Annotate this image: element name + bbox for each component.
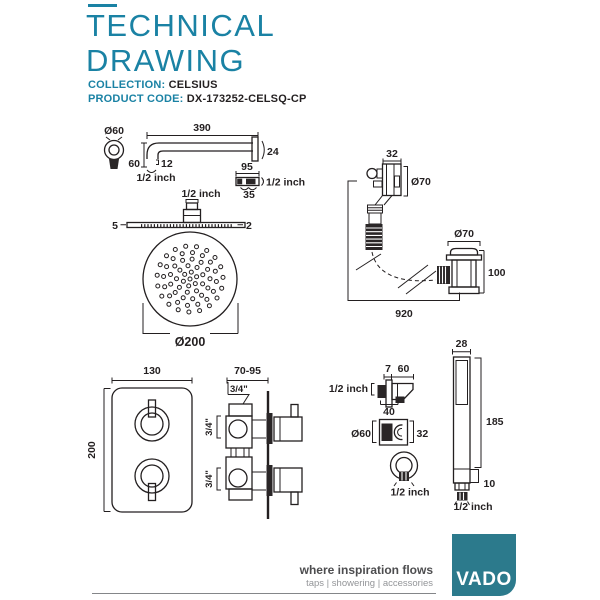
head-edge-left-label: 5 [112,220,118,232]
outlet-dim-a-label: 7 [385,363,391,375]
overflow-width-label: 32 [386,148,398,160]
handset-tail-label: 10 [484,478,496,490]
hose-length-label: 920 [395,308,413,320]
outlet-front-diameter-label: Ø60 [351,428,371,440]
diagram-outlet-front: Ø60 32 [351,418,429,446]
valve-width-label: 130 [143,365,161,377]
collection-value: CELSIUS [168,79,218,91]
diagram-outlet-bottom: 1/2 inch [389,451,430,499]
vado-logo-text: VADO [456,569,512,590]
waste-diameter-label: Ø70 [454,228,474,240]
page-title: TECHNICAL DRAWING [86,8,275,78]
vado-logo: VADO [452,534,516,596]
diagram-outlet-side: 7 60 1/2 inch 40 [329,363,414,418]
outlet-side-thread-label: 1/2 inch [329,383,368,395]
valve-thread-upper-label: 3/4" [204,418,215,436]
overflow-diameter-label: Ø70 [411,176,431,188]
diagram-bath-filler: 32 Ø70 Ø70 [347,148,506,320]
header-accent-bar [88,4,117,7]
connector-thread-label: 1/2 inch [266,177,305,189]
outlet-front-width-label: 32 [417,428,429,440]
arm-flange-diameter-label: Ø60 [104,125,124,137]
valve-depth-label: 70-95 [234,365,261,377]
waste-height-label: 100 [488,267,506,279]
diagram-handset: 28 185 10 1/2 inch [452,338,504,513]
handset-height-label: 185 [486,416,504,428]
head-edge-right-label: 2 [246,220,252,232]
arm-wall-flange-label: 24 [267,146,279,158]
product-code-value: DX-173252-CELSQ-CP [186,93,307,105]
arm-thread-label: 1/2 inch [136,172,175,184]
head-thread-label: 1/2 inch [181,188,220,200]
footer-rule [92,593,436,594]
diagram-valve-front: 130 200 [86,365,193,513]
diagram-valve-side: 70-95 3/4" 3/4" 3/4" [204,365,303,519]
page-title-line2: DRAWING [86,43,246,78]
connector-length-label: 95 [241,161,253,173]
collection-label: COLLECTION: [88,79,166,91]
arm-outlet-label: 12 [161,158,173,170]
diagram-shower-arm: Ø60 390 24 60 12 1/2 inch 95 1/2 [103,122,305,201]
handset-thread-label: 1/2 inch [453,501,492,513]
handset-width-label: 28 [456,338,468,350]
footer-subtagline: taps | showering | accessories [306,578,433,589]
valve-thread-top-label: 3/4" [230,384,248,395]
diagram-shower-head: 1/2 inch 5 2 Ø200 [112,188,252,349]
outlet-dim-b-label: 60 [398,363,410,375]
collection-row: COLLECTION: CELSIUS [88,79,218,91]
outlet-bottom-thread-label: 1/2 inch [390,487,429,499]
product-code-row: PRODUCT CODE: DX-173252-CELSQ-CP [88,93,307,105]
valve-height-label: 200 [86,441,98,459]
connector-width-label: 35 [243,189,255,201]
arm-drop-label: 60 [128,158,140,170]
footer-tagline: where inspiration flows [299,563,433,577]
page-title-line1: TECHNICAL [86,8,276,43]
arm-length-label: 390 [193,122,211,134]
head-diameter-label: Ø200 [175,335,206,349]
outlet-depth-label: 40 [383,406,395,418]
product-code-label: PRODUCT CODE: [88,93,184,105]
valve-thread-lower-label: 3/4" [204,470,215,488]
